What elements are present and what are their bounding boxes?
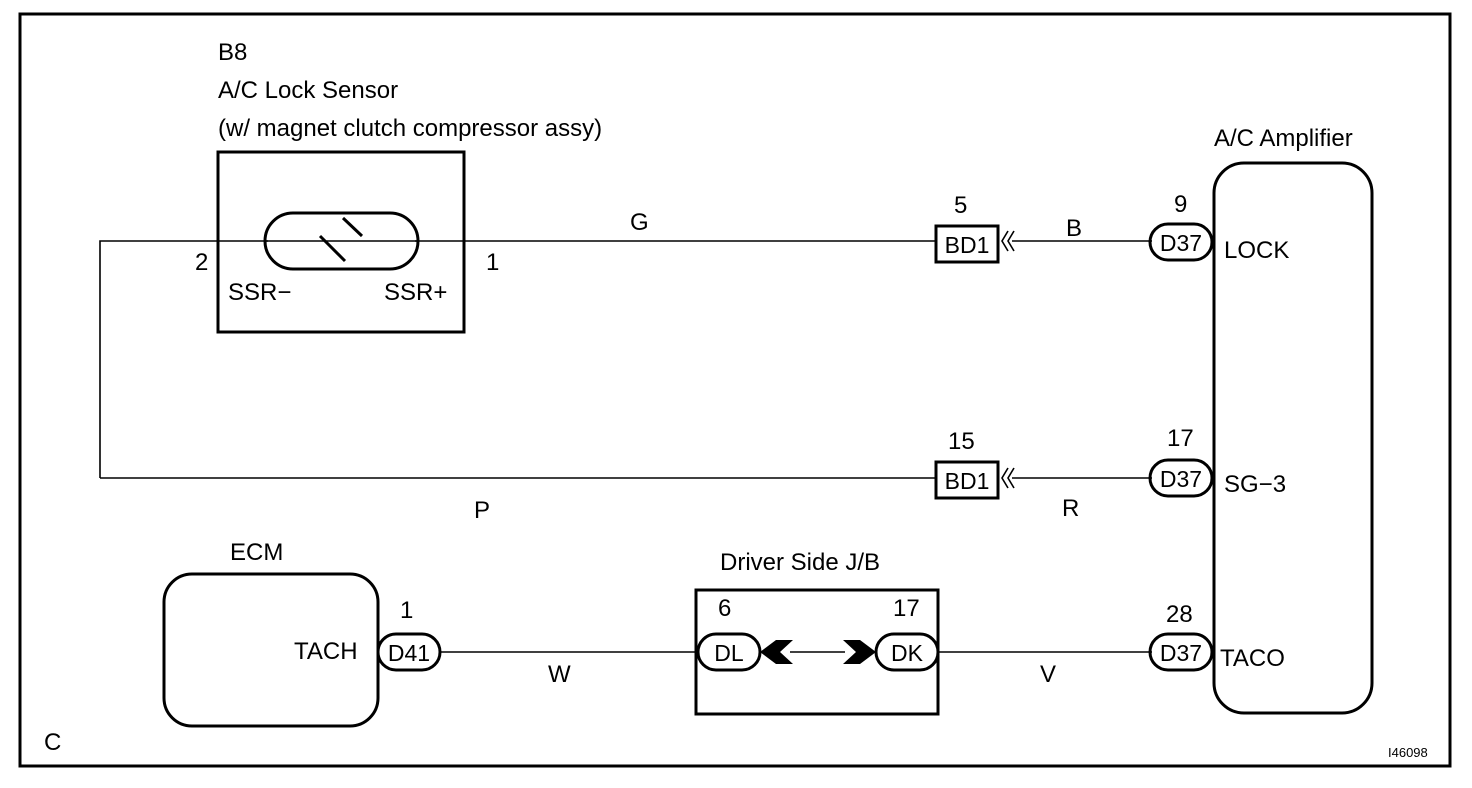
lock-sensor-box	[216, 150, 466, 334]
lock-sensor-pin-minus-num: 2	[195, 249, 208, 276]
junction-connector-code: BD1	[945, 468, 990, 494]
ecm: ECM TACH 1 D41	[162, 539, 442, 728]
amplifier-connector	[1148, 632, 1214, 672]
amplifier-pin-name: LOCK	[1224, 237, 1289, 264]
lock-sensor-note: (w/ magnet clutch compressor assy)	[218, 115, 602, 142]
junction-connector-bd1-lower: 15 BD1	[934, 428, 1015, 500]
junction-connector-box	[934, 460, 1000, 500]
wire-p-vertical	[99, 240, 268, 478]
amplifier-pin-num: 17	[1167, 425, 1194, 452]
ecm-pin-num: 1	[400, 597, 413, 624]
corner-label: C	[44, 729, 61, 756]
wire-color-r: R	[1062, 495, 1079, 522]
wires: G B P R W V	[99, 209, 1152, 688]
ecm-pin-name: TACH	[294, 638, 358, 665]
lock-sensor-pin-plus-num: 1	[486, 249, 499, 276]
lock-sensor-ref: B8	[218, 39, 247, 66]
switch-contact-left	[318, 234, 347, 263]
diagram-id: I46098	[1388, 745, 1428, 760]
amplifier-box	[1212, 161, 1374, 715]
junction-connector-bd1-upper: 5 BD1	[934, 192, 1015, 264]
lock-sensor: B8 A/C Lock Sensor (w/ magnet clutch com…	[195, 39, 602, 334]
connector-symbol-icon	[1001, 467, 1015, 489]
amplifier-pin-name: SG−3	[1224, 471, 1286, 498]
ac-amplifier: A/C Amplifier 9 D37 LOCK 17 D37 SG−3 28 …	[1148, 125, 1374, 715]
jb-right-terminal-icon	[843, 640, 876, 664]
amplifier-connector-code: D37	[1160, 230, 1202, 256]
junction-connector-code: BD1	[945, 232, 990, 258]
jb-right-connector-code: DK	[891, 640, 924, 666]
ecm-name: ECM	[230, 539, 283, 566]
junction-connector-box	[934, 224, 1000, 264]
jb-left-connector-code: DL	[714, 640, 744, 666]
wire-color-w: W	[548, 661, 571, 688]
lock-sensor-pin-minus-name: SSR−	[228, 279, 291, 306]
wire-color-p: P	[474, 497, 490, 524]
amplifier-pin-num: 28	[1166, 601, 1193, 628]
connector-symbol-icon	[1001, 230, 1015, 252]
amplifier-connector	[1148, 458, 1214, 498]
diagram-frame	[18, 12, 1452, 768]
amplifier-connector-code: D37	[1160, 466, 1202, 492]
ecm-connector-code: D41	[388, 640, 430, 666]
wire-color-g: G	[630, 209, 649, 236]
wire-color-v: V	[1040, 661, 1056, 688]
amplifier-connector-code: D37	[1160, 640, 1202, 666]
ecm-connector	[376, 632, 442, 672]
jb-left-terminal-icon	[760, 640, 793, 664]
amplifier-connector	[1148, 222, 1214, 262]
junction-connector-num: 5	[954, 192, 967, 219]
junction-connector-num: 15	[948, 428, 975, 455]
amplifier-pin-name: TACO	[1220, 645, 1285, 672]
jb-left-num: 6	[718, 595, 731, 622]
lock-sensor-pin-plus-name: SSR+	[384, 279, 447, 306]
switch-contact-right	[341, 216, 364, 238]
lock-sensor-name: A/C Lock Sensor	[218, 77, 398, 104]
amplifier-pin-num: 9	[1174, 191, 1187, 218]
driver-side-jb: Driver Side J/B 6 DL 17 DK	[694, 549, 940, 716]
jb-name: Driver Side J/B	[720, 549, 880, 576]
wire-color-b: B	[1066, 215, 1082, 242]
amplifier-name: A/C Amplifier	[1214, 125, 1353, 152]
jb-right-num: 17	[893, 595, 920, 622]
